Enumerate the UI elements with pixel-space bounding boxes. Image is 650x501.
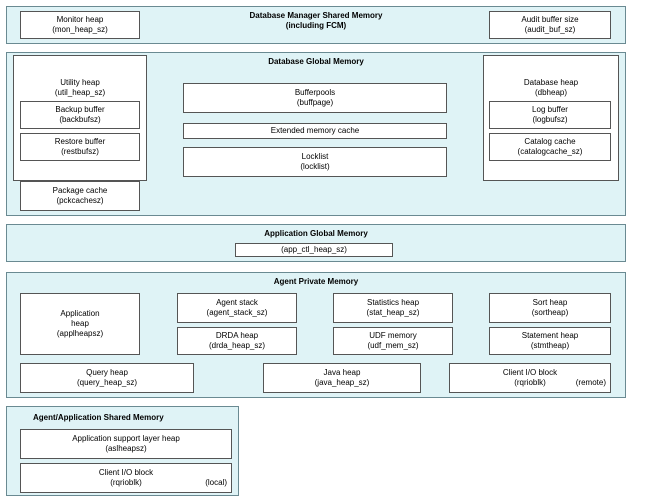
restore-buffer-box: Restore buffer (restbufsz) [20, 133, 140, 161]
apm-title: Agent Private Memory [273, 277, 359, 286]
catalog-cache-param: (catalogcache_sz) [517, 147, 583, 156]
restore-buffer-param: (restbufsz) [61, 147, 99, 156]
database-heap-name: Database heap [523, 78, 579, 87]
udf-memory-box: UDF memory (udf_mem_sz) [333, 327, 453, 355]
backup-buffer-name: Backup buffer [55, 105, 105, 114]
app-ctl-heap-box: (app_ctl_heap_sz) [235, 243, 393, 257]
client-io-local-param: (rqrioblk) [110, 478, 142, 487]
dbm-title: Database Manager Shared Memory (includin… [7, 11, 625, 31]
client-io-remote-name: Client I/O block [502, 368, 558, 377]
application-heap-line1: Application [60, 309, 100, 318]
catalog-cache-name: Catalog cache [524, 137, 576, 146]
package-cache-name: Package cache [52, 186, 108, 195]
client-io-local-note: (local) [205, 478, 227, 487]
udf-memory-param: (udf_mem_sz) [367, 341, 419, 350]
bufferpools-name: Bufferpools [294, 88, 336, 97]
drda-heap-param: (drda_heap_sz) [208, 341, 266, 350]
agent-stack-box: Agent stack (agent_stack_sz) [177, 293, 297, 323]
application-heap-box: Application heap (applheapsz) [20, 293, 140, 355]
application-heap-line2: heap [71, 319, 89, 328]
backup-buffer-box: Backup buffer (backbufsz) [20, 101, 140, 129]
audit-buffer-box: Audit buffer size (audit_buf_sz) [489, 11, 611, 39]
package-cache-box: Package cache (pckcachesz) [20, 181, 140, 211]
log-buffer-box: Log buffer (logbufsz) [489, 101, 611, 129]
locklist-param: (locklist) [300, 162, 330, 171]
java-heap-box: Java heap (java_heap_sz) [263, 363, 421, 393]
sort-heap-param: (sortheap) [531, 308, 569, 317]
restore-buffer-name: Restore buffer [54, 137, 106, 146]
monitor-heap-param: (mon_heap_sz) [52, 25, 108, 34]
monitor-heap-box: Monitor heap (mon_heap_sz) [20, 11, 140, 39]
bufferpools-param: (buffpage) [296, 98, 334, 107]
statement-heap-box: Statement heap (stmtheap) [489, 327, 611, 355]
dbm-title-line2: (including FCM) [285, 21, 347, 30]
java-heap-name: Java heap [323, 368, 361, 377]
client-io-block-remote-box: Client I/O block (rqrioblk) (remote) [449, 363, 611, 393]
backup-buffer-param: (backbufsz) [59, 115, 101, 124]
java-heap-param: (java_heap_sz) [314, 378, 370, 387]
audit-buffer-name: Audit buffer size [521, 15, 579, 24]
log-buffer-param: (logbufsz) [532, 115, 568, 124]
agm-title: Application Global Memory [264, 229, 368, 238]
statistics-heap-param: (stat_heap_sz) [366, 308, 420, 317]
app-ctl-heap-param: (app_ctl_heap_sz) [281, 245, 347, 254]
dbm-title-line1: Database Manager Shared Memory [249, 11, 383, 20]
extended-memory-cache-box: Extended memory cache [183, 123, 447, 139]
extended-memory-cache-name: Extended memory cache [270, 126, 360, 135]
utility-heap-param: (util_heap_sz) [54, 88, 106, 97]
statement-heap-name: Statement heap [521, 331, 579, 340]
app-support-heap-name: Application support layer heap [72, 434, 180, 443]
udf-memory-name: UDF memory [369, 331, 417, 340]
statistics-heap-box: Statistics heap (stat_heap_sz) [333, 293, 453, 323]
client-io-block-local-box: Client I/O block (rqrioblk) (local) [20, 463, 232, 493]
agent-application-shared-memory-panel: Agent/Application Shared Memory Applicat… [6, 406, 239, 496]
log-buffer-name: Log buffer [532, 105, 568, 114]
query-heap-name: Query heap [86, 368, 128, 377]
package-cache-param: (pckcachesz) [56, 196, 104, 205]
query-heap-box: Query heap (query_heap_sz) [20, 363, 194, 393]
catalog-cache-box: Catalog cache (catalogcache_sz) [489, 133, 611, 161]
statistics-heap-name: Statistics heap [366, 298, 420, 307]
database-manager-shared-memory-panel: Database Manager Shared Memory (includin… [6, 6, 626, 44]
database-global-memory-panel: Database Global Memory Utility heap (uti… [6, 52, 626, 216]
client-io-remote-note: (remote) [575, 378, 606, 387]
aasm-title: Agent/Application Shared Memory [33, 413, 164, 422]
drda-heap-name: DRDA heap [215, 331, 259, 340]
dbg-title: Database Global Memory [268, 57, 364, 66]
sort-heap-box: Sort heap (sortheap) [489, 293, 611, 323]
drda-heap-box: DRDA heap (drda_heap_sz) [177, 327, 297, 355]
locklist-name: Locklist [301, 152, 329, 161]
client-io-remote-param: (rqrioblk) [514, 378, 546, 387]
application-heap-param: (applheapsz) [56, 329, 104, 338]
utility-heap-name: Utility heap [60, 78, 100, 87]
agent-stack-param: (agent_stack_sz) [206, 308, 268, 317]
client-io-local-name: Client I/O block [98, 468, 154, 477]
bufferpools-box: Bufferpools (buffpage) [183, 83, 447, 113]
app-support-heap-param: (aslheapsz) [105, 444, 147, 453]
sort-heap-name: Sort heap [532, 298, 568, 307]
application-global-memory-panel: Application Global Memory (app_ctl_heap_… [6, 224, 626, 262]
statement-heap-param: (stmtheap) [530, 341, 570, 350]
monitor-heap-name: Monitor heap [56, 15, 104, 24]
locklist-box: Locklist (locklist) [183, 147, 447, 177]
query-heap-param: (query_heap_sz) [76, 378, 138, 387]
audit-buffer-param: (audit_buf_sz) [524, 25, 576, 34]
application-support-layer-heap-box: Application support layer heap (aslheaps… [20, 429, 232, 459]
agent-private-memory-panel: Agent Private Memory Application heap (a… [6, 272, 626, 398]
database-heap-param: (dbheap) [534, 88, 568, 97]
agent-stack-name: Agent stack [216, 298, 258, 307]
